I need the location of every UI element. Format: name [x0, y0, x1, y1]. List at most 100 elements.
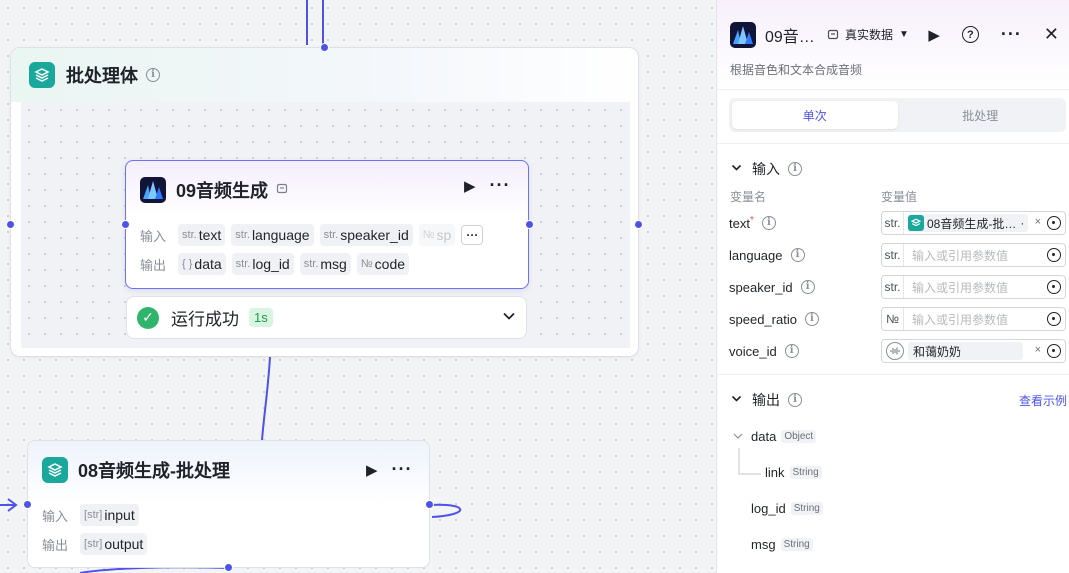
divider	[717, 143, 1069, 144]
batch-layers-icon	[42, 457, 68, 483]
variable-reference-icon[interactable]	[1047, 216, 1061, 230]
node-inputs-row: 输入 str.text str.language str.speaker_id …	[140, 224, 484, 246]
chevron-down-icon[interactable]	[502, 309, 516, 328]
run-icon[interactable]: ▶	[366, 461, 378, 479]
node09-input-port[interactable]	[121, 220, 130, 229]
voice-value-chip: 和蔼奶奶	[908, 342, 1023, 360]
type-label: №	[882, 308, 904, 330]
view-example-link[interactable]: 查看示例	[1018, 393, 1067, 408]
var-value-voice-id[interactable]: 和蔼奶奶 ×	[881, 339, 1066, 363]
card-icon	[276, 183, 288, 198]
variable-reference-icon[interactable]	[1047, 344, 1061, 358]
panel-description: 根据音色和文本合成音频	[730, 63, 863, 77]
run-status-bar[interactable]: ✓ 运行成功 1s	[126, 296, 527, 339]
card-icon	[827, 29, 839, 39]
inputs-label: 输入	[42, 508, 69, 524]
reference-label: 08音频生成-批…	[927, 216, 1017, 231]
inputs-label: 输入	[140, 228, 167, 244]
node09-output-port[interactable]	[525, 220, 534, 229]
node08-input-port[interactable]	[23, 500, 32, 509]
output-tag-msg: str.msg	[299, 253, 351, 275]
run-icon[interactable]: ▶	[464, 177, 476, 195]
type-label: str.	[882, 244, 904, 266]
var-value-speed-ratio[interactable]: № 输入或引用参数值	[881, 307, 1066, 331]
column-value-header: 变量值	[881, 190, 918, 204]
batch-title: 批处理体	[66, 66, 138, 86]
var-name-speaker-id: speaker_id	[729, 279, 793, 295]
batch-top-port[interactable]	[320, 43, 329, 52]
output-tag-data: { }data	[178, 253, 226, 275]
node08-bottom-port[interactable]	[224, 563, 233, 572]
data-mode-select[interactable]: 真实数据 ▼	[827, 26, 909, 43]
more-inputs-button[interactable]: ···	[461, 225, 484, 245]
more-options-icon[interactable]: ···	[489, 175, 511, 195]
duration-badge: 1s	[249, 308, 273, 327]
outputs-label: 输出	[42, 537, 69, 553]
var-row-text: text*i str. 08音频生成-批… · ×	[729, 211, 1066, 235]
close-icon[interactable]: ✕	[1043, 24, 1059, 44]
output-section-header[interactable]: 输出 i 查看示例	[731, 390, 1069, 410]
run-icon[interactable]: ▶	[928, 26, 940, 44]
variable-reference-icon[interactable]	[1047, 280, 1061, 294]
batch-output-port[interactable]	[634, 220, 643, 229]
reference-chip[interactable]: 08音频生成-批… ·	[908, 214, 1029, 232]
node-audio-generation-09[interactable]: 09音频生成 ▶ ··· 输入 str.text str.language st…	[125, 160, 529, 289]
info-icon[interactable]: i	[761, 216, 776, 230]
clear-icon[interactable]: ×	[1034, 216, 1041, 228]
input-section-title: 输入	[752, 161, 780, 177]
placeholder: 输入或引用参数值	[912, 248, 1009, 263]
panel-header: 09音… 真实数据 ▼ ▶ ? ··· ✕ 根据音色和文本合成音频	[717, 0, 1069, 90]
var-value-speaker-id[interactable]: str. 输入或引用参数值	[881, 275, 1066, 299]
var-value-text[interactable]: str. 08音频生成-批… · ×	[881, 211, 1066, 235]
chevron-down-icon[interactable]	[731, 162, 742, 176]
var-row-speaker-id: speaker_id i str. 输入或引用参数值	[729, 275, 1066, 299]
info-icon[interactable]: i	[788, 393, 802, 407]
voice-value: 和蔼奶奶	[913, 344, 962, 359]
type-label: str.	[882, 212, 904, 234]
tab-single[interactable]: 单次	[732, 101, 898, 129]
info-icon[interactable]: i	[788, 162, 802, 176]
data-mode-label: 真实数据	[845, 28, 894, 42]
node08-output-port[interactable]	[425, 500, 434, 509]
output-tag-output: [str]output	[80, 533, 148, 555]
node-title: 08音频生成-批处理	[78, 461, 231, 481]
info-icon[interactable]: i	[146, 68, 160, 82]
outputs-label: 输出	[140, 257, 167, 273]
clear-icon[interactable]: ×	[1034, 344, 1041, 356]
input-tag-language: str.language	[231, 224, 314, 246]
more-options-icon[interactable]: ···	[1000, 24, 1022, 44]
input-tag-speaker-id: str.speaker_id	[319, 224, 413, 246]
more-options-icon[interactable]: ···	[391, 459, 413, 479]
required-mark: *	[749, 214, 754, 226]
type-label: str.	[882, 276, 904, 298]
tab-batch[interactable]: 批处理	[962, 108, 999, 123]
help-icon[interactable]: ?	[961, 26, 979, 43]
audio-app-icon	[730, 22, 756, 48]
batch-input-port[interactable]	[6, 220, 15, 229]
info-icon[interactable]: i	[790, 248, 805, 262]
placeholder: 输入或引用参数值	[912, 280, 1009, 295]
divider	[717, 374, 1069, 375]
info-icon[interactable]: i	[800, 280, 815, 294]
reference-suffix: ·	[1020, 216, 1025, 230]
input-tag-input: [str]input	[80, 504, 139, 526]
input-section-header[interactable]: 输入 i	[731, 159, 802, 179]
status-text: 运行成功	[171, 310, 239, 329]
node08-inputs-row: 输入 [str]input	[42, 504, 139, 526]
batch-layers-icon	[29, 62, 55, 88]
column-name-header: 变量名	[730, 190, 767, 204]
info-icon[interactable]: i	[804, 312, 819, 326]
info-icon[interactable]: i	[784, 344, 799, 358]
batch-layers-icon	[908, 215, 924, 231]
chevron-down-icon[interactable]	[731, 393, 742, 407]
variable-reference-icon[interactable]	[1047, 248, 1061, 262]
node-audio-generation-batch-08[interactable]: 08音频生成-批处理 ▶ ··· 输入 [str]input 输出 [str]o…	[27, 440, 430, 568]
var-value-language[interactable]: str. 输入或引用参数值	[881, 243, 1066, 267]
node08-outputs-row: 输出 [str]output	[42, 533, 148, 555]
variable-reference-icon[interactable]	[1047, 312, 1061, 326]
var-name-language: language	[729, 247, 783, 263]
